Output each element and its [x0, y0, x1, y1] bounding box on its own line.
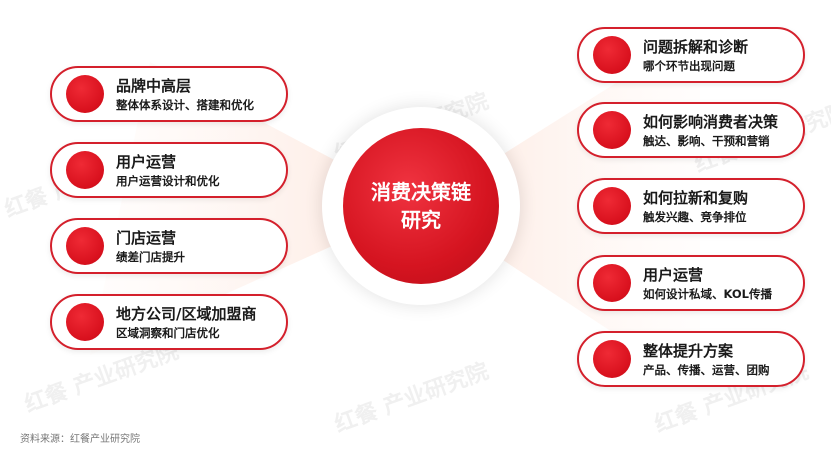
- item-title: 问题拆解和诊断: [643, 38, 749, 56]
- right-item-card: 整体提升方案 产品、传播、运营、团购: [577, 331, 805, 387]
- left-item-card: 品牌中高层 整体体系设计、搭建和优化: [50, 66, 288, 122]
- right-item-card: 如何影响消费者决策 触达、影响、干预和营销: [577, 102, 805, 158]
- item-subtitle: 用户运营设计和优化: [116, 174, 220, 188]
- center-title-line2: 研究: [401, 208, 441, 232]
- item-subtitle: 触达、影响、干预和营销: [643, 134, 770, 148]
- item-subtitle: 产品、传播、运营、团购: [643, 363, 770, 377]
- bullet-dot-icon: [66, 227, 104, 265]
- right-item-card: 如何拉新和复购 触发兴趣、竞争排位: [577, 178, 805, 234]
- bullet-dot-icon: [593, 187, 631, 225]
- item-title: 如何拉新和复购: [643, 189, 749, 207]
- right-item-card: 问题拆解和诊断 哪个环节出现问题: [577, 27, 805, 83]
- left-item-card: 用户运营 用户运营设计和优化: [50, 142, 288, 198]
- item-title: 用户运营: [116, 153, 177, 171]
- item-title: 品牌中高层: [116, 77, 192, 95]
- center-hub: 消费决策链 研究: [343, 128, 499, 284]
- left-item-card: 门店运营 绩差门店提升: [50, 218, 288, 274]
- item-subtitle: 绩差门店提升: [116, 250, 185, 264]
- left-item-card: 地方公司/区域加盟商 区域洞察和门店优化: [50, 294, 288, 350]
- item-subtitle: 区域洞察和门店优化: [116, 326, 220, 340]
- bullet-dot-icon: [66, 303, 104, 341]
- item-subtitle: 触发兴趣、竞争排位: [643, 210, 747, 224]
- item-title: 用户运营: [643, 266, 704, 284]
- bullet-dot-icon: [593, 111, 631, 149]
- item-title: 地方公司/区域加盟商: [116, 305, 257, 323]
- right-item-card: 用户运营 如何设计私域、KOL传播: [577, 255, 805, 311]
- source-note: 资料来源：红餐产业研究院: [20, 434, 140, 445]
- item-title: 门店运营: [116, 229, 177, 247]
- bullet-dot-icon: [593, 264, 631, 302]
- item-subtitle: 如何设计私域、KOL传播: [643, 287, 772, 301]
- bullet-dot-icon: [66, 151, 104, 189]
- item-subtitle: 整体体系设计、搭建和优化: [116, 98, 254, 112]
- bullet-dot-icon: [593, 36, 631, 74]
- bullet-dot-icon: [66, 75, 104, 113]
- item-title: 整体提升方案: [643, 342, 734, 360]
- item-subtitle: 哪个环节出现问题: [643, 59, 735, 73]
- item-title: 如何影响消费者决策: [643, 113, 779, 131]
- center-title-line1: 消费决策链: [371, 180, 471, 204]
- bullet-dot-icon: [593, 340, 631, 378]
